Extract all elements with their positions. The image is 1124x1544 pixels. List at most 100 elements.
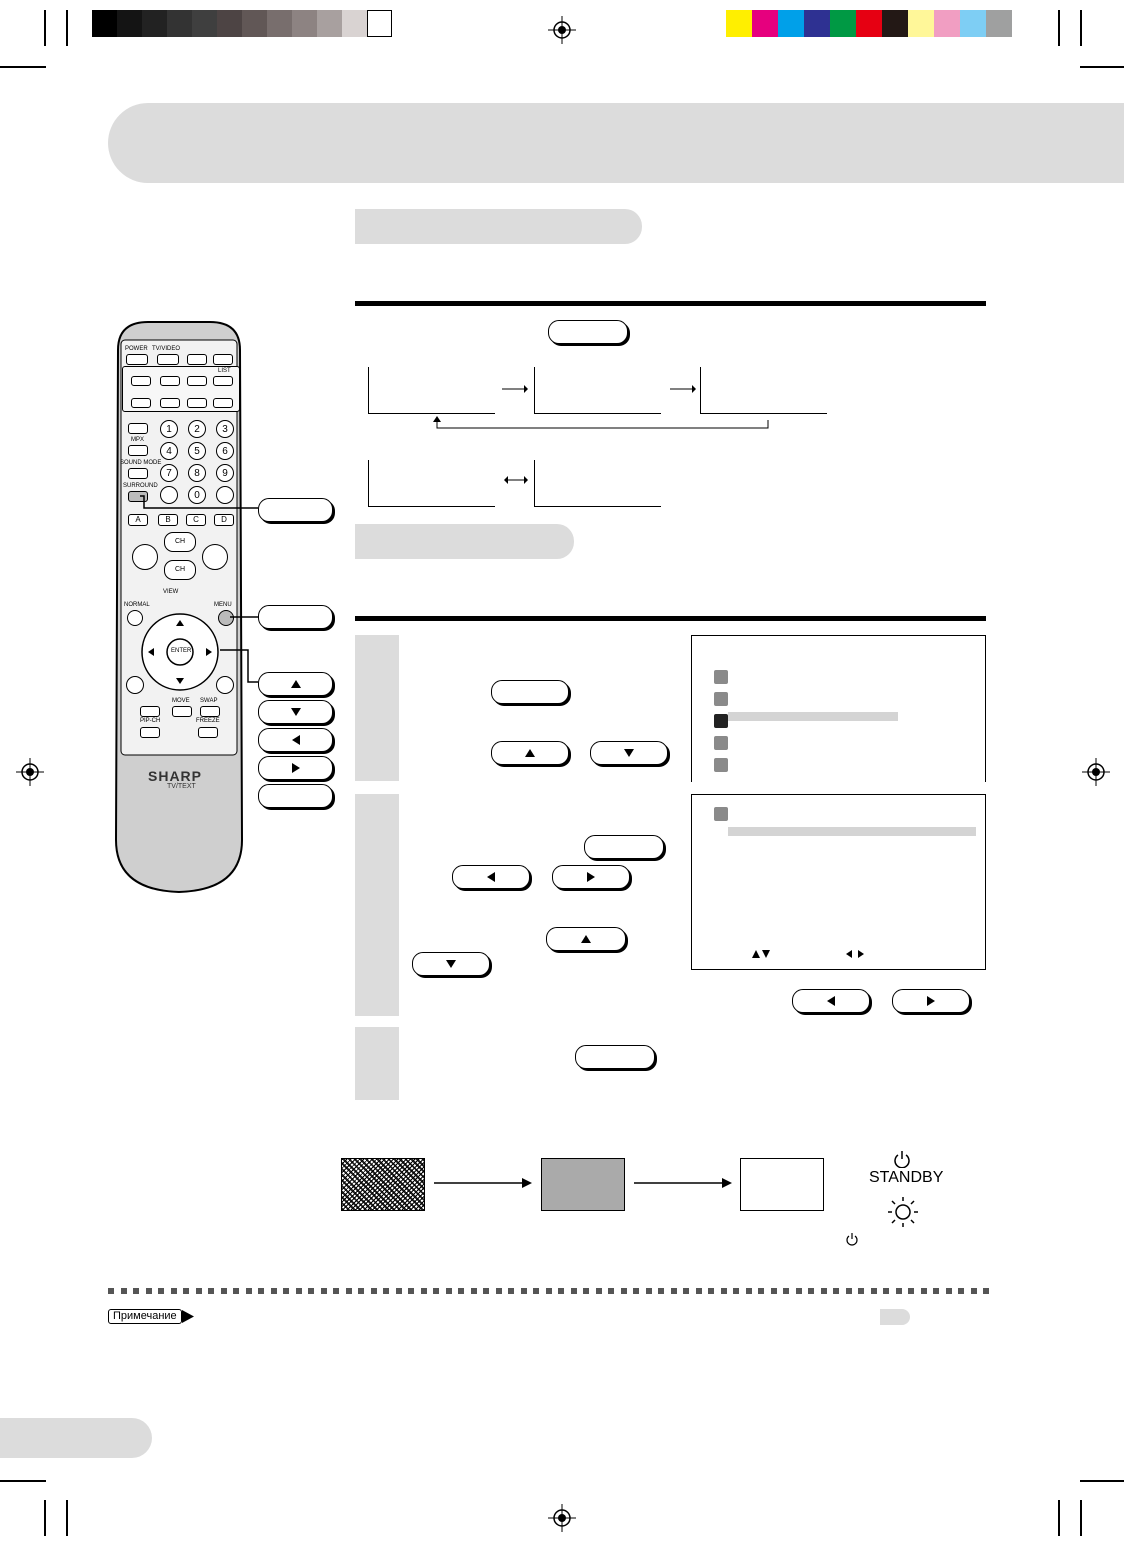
- digit-3-button[interactable]: 3: [216, 420, 234, 438]
- callout-lines: [140, 495, 258, 683]
- separator-dot: [758, 1288, 764, 1294]
- gray-swatch: [117, 10, 142, 37]
- text-button[interactable]: [131, 376, 151, 386]
- text-button[interactable]: [160, 398, 180, 408]
- normal-button[interactable]: [127, 610, 143, 626]
- separator-dot: [295, 1288, 302, 1294]
- right-arrow-icon: [587, 872, 595, 882]
- letter-a-button[interactable]: A: [128, 514, 148, 526]
- text-button[interactable]: [160, 376, 180, 386]
- pip-frame-button[interactable]: [216, 676, 234, 694]
- letter-d-button[interactable]: D: [214, 514, 234, 526]
- separator-dot: [270, 1288, 277, 1294]
- gray-swatch: [267, 10, 292, 37]
- text-mode-button[interactable]: [213, 354, 233, 365]
- separator-dot: [145, 1288, 152, 1294]
- left-arrow-icon: [487, 872, 495, 882]
- digit-entry-button[interactable]: [216, 486, 234, 504]
- pip-ch-up-button[interactable]: [140, 706, 160, 717]
- volume-up-button[interactable]: [202, 544, 228, 570]
- up-key-ref: [546, 927, 626, 951]
- separator-dot: [433, 1288, 439, 1294]
- move-button[interactable]: [172, 706, 192, 717]
- surround-button[interactable]: [128, 491, 148, 502]
- volume-down-button[interactable]: [132, 544, 158, 570]
- digit-0-button[interactable]: 0: [188, 486, 206, 504]
- swap-button[interactable]: [200, 706, 220, 717]
- note-badge: Примечание: [108, 1309, 194, 1324]
- right-arrow-icon: [927, 996, 935, 1006]
- digit-6-button[interactable]: 6: [216, 442, 234, 460]
- separator-dot: [120, 1288, 127, 1294]
- arrow-right-icon: [502, 385, 528, 393]
- freeze-label: FREEZE: [196, 718, 220, 724]
- separator-dot: [720, 1288, 727, 1294]
- separator-dot: [908, 1288, 914, 1294]
- mpx-button[interactable]: [128, 445, 148, 456]
- separator-dot: [795, 1288, 802, 1294]
- text-button[interactable]: [187, 398, 207, 408]
- separator-dot: [345, 1288, 352, 1294]
- feature-menu-icon: [714, 807, 728, 821]
- tv-video-button[interactable]: [157, 354, 179, 365]
- osd-menu-screen: [691, 635, 986, 782]
- text-button[interactable]: [213, 398, 233, 408]
- separator-dot: [420, 1288, 427, 1294]
- digit-1-button[interactable]: 1: [160, 420, 178, 438]
- separator-dot: [133, 1288, 139, 1294]
- digit-8-button[interactable]: 8: [188, 464, 206, 482]
- section-header-pill: [355, 209, 642, 244]
- osd-highlight: [728, 712, 898, 721]
- digit-9-button[interactable]: 9: [216, 464, 234, 482]
- letter-c-button[interactable]: C: [186, 514, 206, 526]
- digit-4-button[interactable]: 4: [160, 442, 178, 460]
- standby-label: STANDBY: [869, 1169, 944, 1186]
- separator-dot: [545, 1288, 552, 1294]
- gray-swatch: [367, 10, 392, 37]
- text-button[interactable]: [187, 376, 207, 386]
- gray-swatch: [242, 10, 267, 37]
- gray-swatch: [167, 10, 192, 37]
- channel-down-button[interactable]: CH: [164, 560, 196, 580]
- enter-label[interactable]: ENTER: [171, 648, 192, 654]
- menu-button[interactable]: [218, 610, 234, 626]
- color-swatch: [726, 10, 752, 37]
- separator-dot: [958, 1288, 964, 1294]
- separator-dot: [395, 1288, 402, 1294]
- sound-mode-button[interactable]: [128, 468, 148, 479]
- separator-dot: [383, 1288, 389, 1294]
- letter-b-button[interactable]: B: [158, 514, 178, 526]
- separator-dot: [233, 1288, 239, 1294]
- step-marker: [355, 635, 399, 781]
- freeze-button[interactable]: [198, 727, 218, 738]
- separator-dot: [595, 1288, 602, 1294]
- separator-dot: [208, 1288, 214, 1294]
- digit-2-button[interactable]: 2: [188, 420, 206, 438]
- mute-button[interactable]: [128, 423, 148, 434]
- separator-dot: [483, 1288, 489, 1294]
- menu-key-ref: [491, 680, 569, 704]
- color-swatch: [830, 10, 856, 37]
- separator-dot: [158, 1288, 164, 1294]
- text-button[interactable]: [131, 398, 151, 408]
- navigation-ring[interactable]: [140, 612, 220, 692]
- channel-up-button[interactable]: CH: [164, 532, 196, 552]
- teletext-button[interactable]: [187, 354, 207, 365]
- power-button[interactable]: [126, 354, 148, 365]
- digit-7-button[interactable]: 7: [160, 464, 178, 482]
- color-swatch: [856, 10, 882, 37]
- pip-button[interactable]: [126, 676, 144, 694]
- digit-5-button[interactable]: 5: [188, 442, 206, 460]
- separator-dot: [683, 1288, 689, 1294]
- picture-menu-icon: [714, 670, 728, 684]
- gray-swatch: [292, 10, 317, 37]
- separator-dot: [170, 1288, 177, 1294]
- note-label: Примечание: [108, 1309, 182, 1324]
- flashback-button[interactable]: [160, 486, 178, 504]
- separator-dot: [358, 1288, 364, 1294]
- gray-swatch: [192, 10, 217, 37]
- separator-dot: [695, 1288, 702, 1294]
- pip-ch-down-button[interactable]: [140, 727, 160, 738]
- arrow-right-icon: [434, 1178, 532, 1188]
- list-button[interactable]: [213, 376, 233, 386]
